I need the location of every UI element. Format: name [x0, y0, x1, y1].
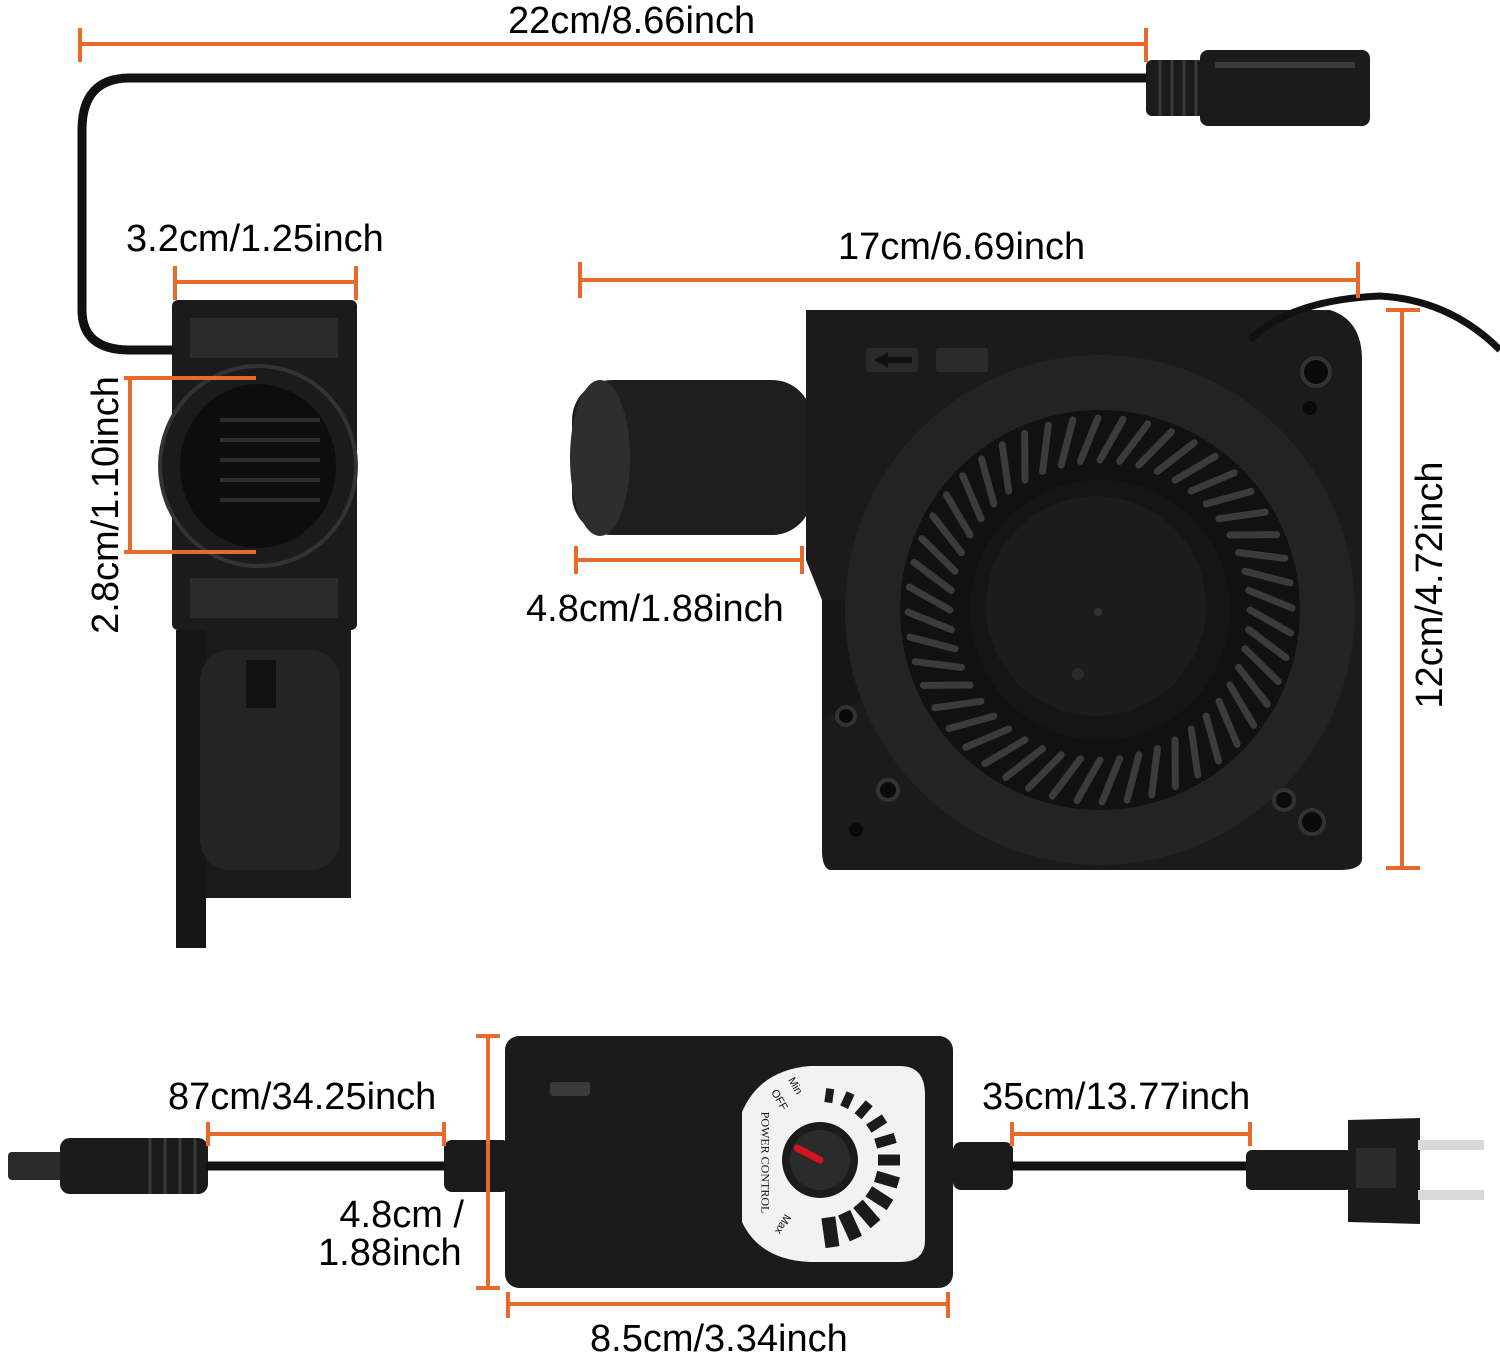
- dial-scale-segment: [876, 1176, 899, 1183]
- nozzle-length-label: 4.8cm/1.88inch: [526, 590, 784, 628]
- dial-scale-segment: [828, 1217, 832, 1247]
- controller-height-label-line2: 1.88inch: [318, 1234, 462, 1272]
- dc-plug-icon: [8, 1138, 208, 1194]
- controller-height-label-line1: 4.8cm /: [314, 1196, 464, 1234]
- outlet-width-label: 3.2cm/1.25inch: [126, 220, 384, 258]
- dial-scale-segment: [828, 1089, 830, 1103]
- fan-height-label: 12cm/4.72inch: [1411, 445, 1449, 725]
- dial-scale-segment: [844, 1093, 851, 1107]
- ac-cable-length-label: 35cm/13.77inch: [982, 1078, 1250, 1116]
- ac-plug-icon: [1246, 1118, 1484, 1224]
- fan-side-view: [160, 300, 357, 948]
- dc-cable-length-label: 87cm/34.25inch: [168, 1078, 436, 1116]
- outlet-diameter-label: 2.8cm/1.10inch: [87, 355, 125, 655]
- power-control-label: POWER CONTROL: [758, 1088, 773, 1238]
- cable-length-label: 22cm/8.66inch: [508, 2, 755, 40]
- dc-jack-icon: [1146, 50, 1370, 126]
- controller-width-label: 8.5cm/3.34inch: [590, 1320, 848, 1358]
- controller-assembly: [8, 1036, 1484, 1288]
- blower-fan-icon: [570, 296, 1500, 870]
- fan-length-label: 17cm/6.69inch: [838, 228, 1085, 266]
- dial-scale-segment: [876, 1138, 896, 1144]
